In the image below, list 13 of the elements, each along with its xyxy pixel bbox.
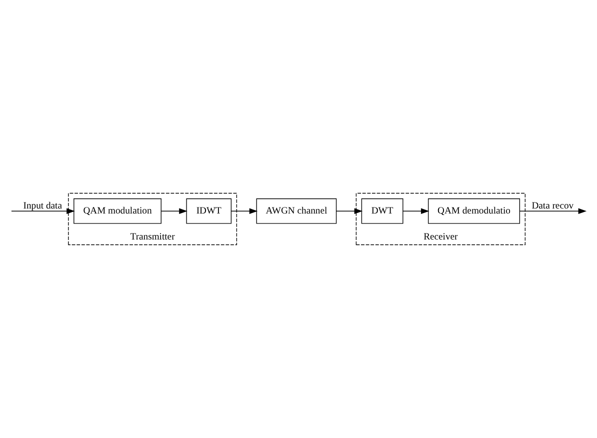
arrow [11, 208, 75, 214]
node-box: QAM modulation [74, 198, 162, 224]
node-box: AWGN channel [256, 198, 337, 224]
arrow [519, 208, 587, 214]
arrow [230, 208, 258, 214]
edge-label: Data recov [532, 200, 574, 212]
edge-label: Input data [23, 200, 62, 212]
arrow [402, 208, 430, 214]
node-box: DWT [361, 198, 404, 224]
arrow [336, 208, 363, 214]
node-box: QAM demodulatio [428, 198, 520, 224]
node-box: IDWT [186, 198, 232, 224]
arrow [161, 208, 188, 214]
